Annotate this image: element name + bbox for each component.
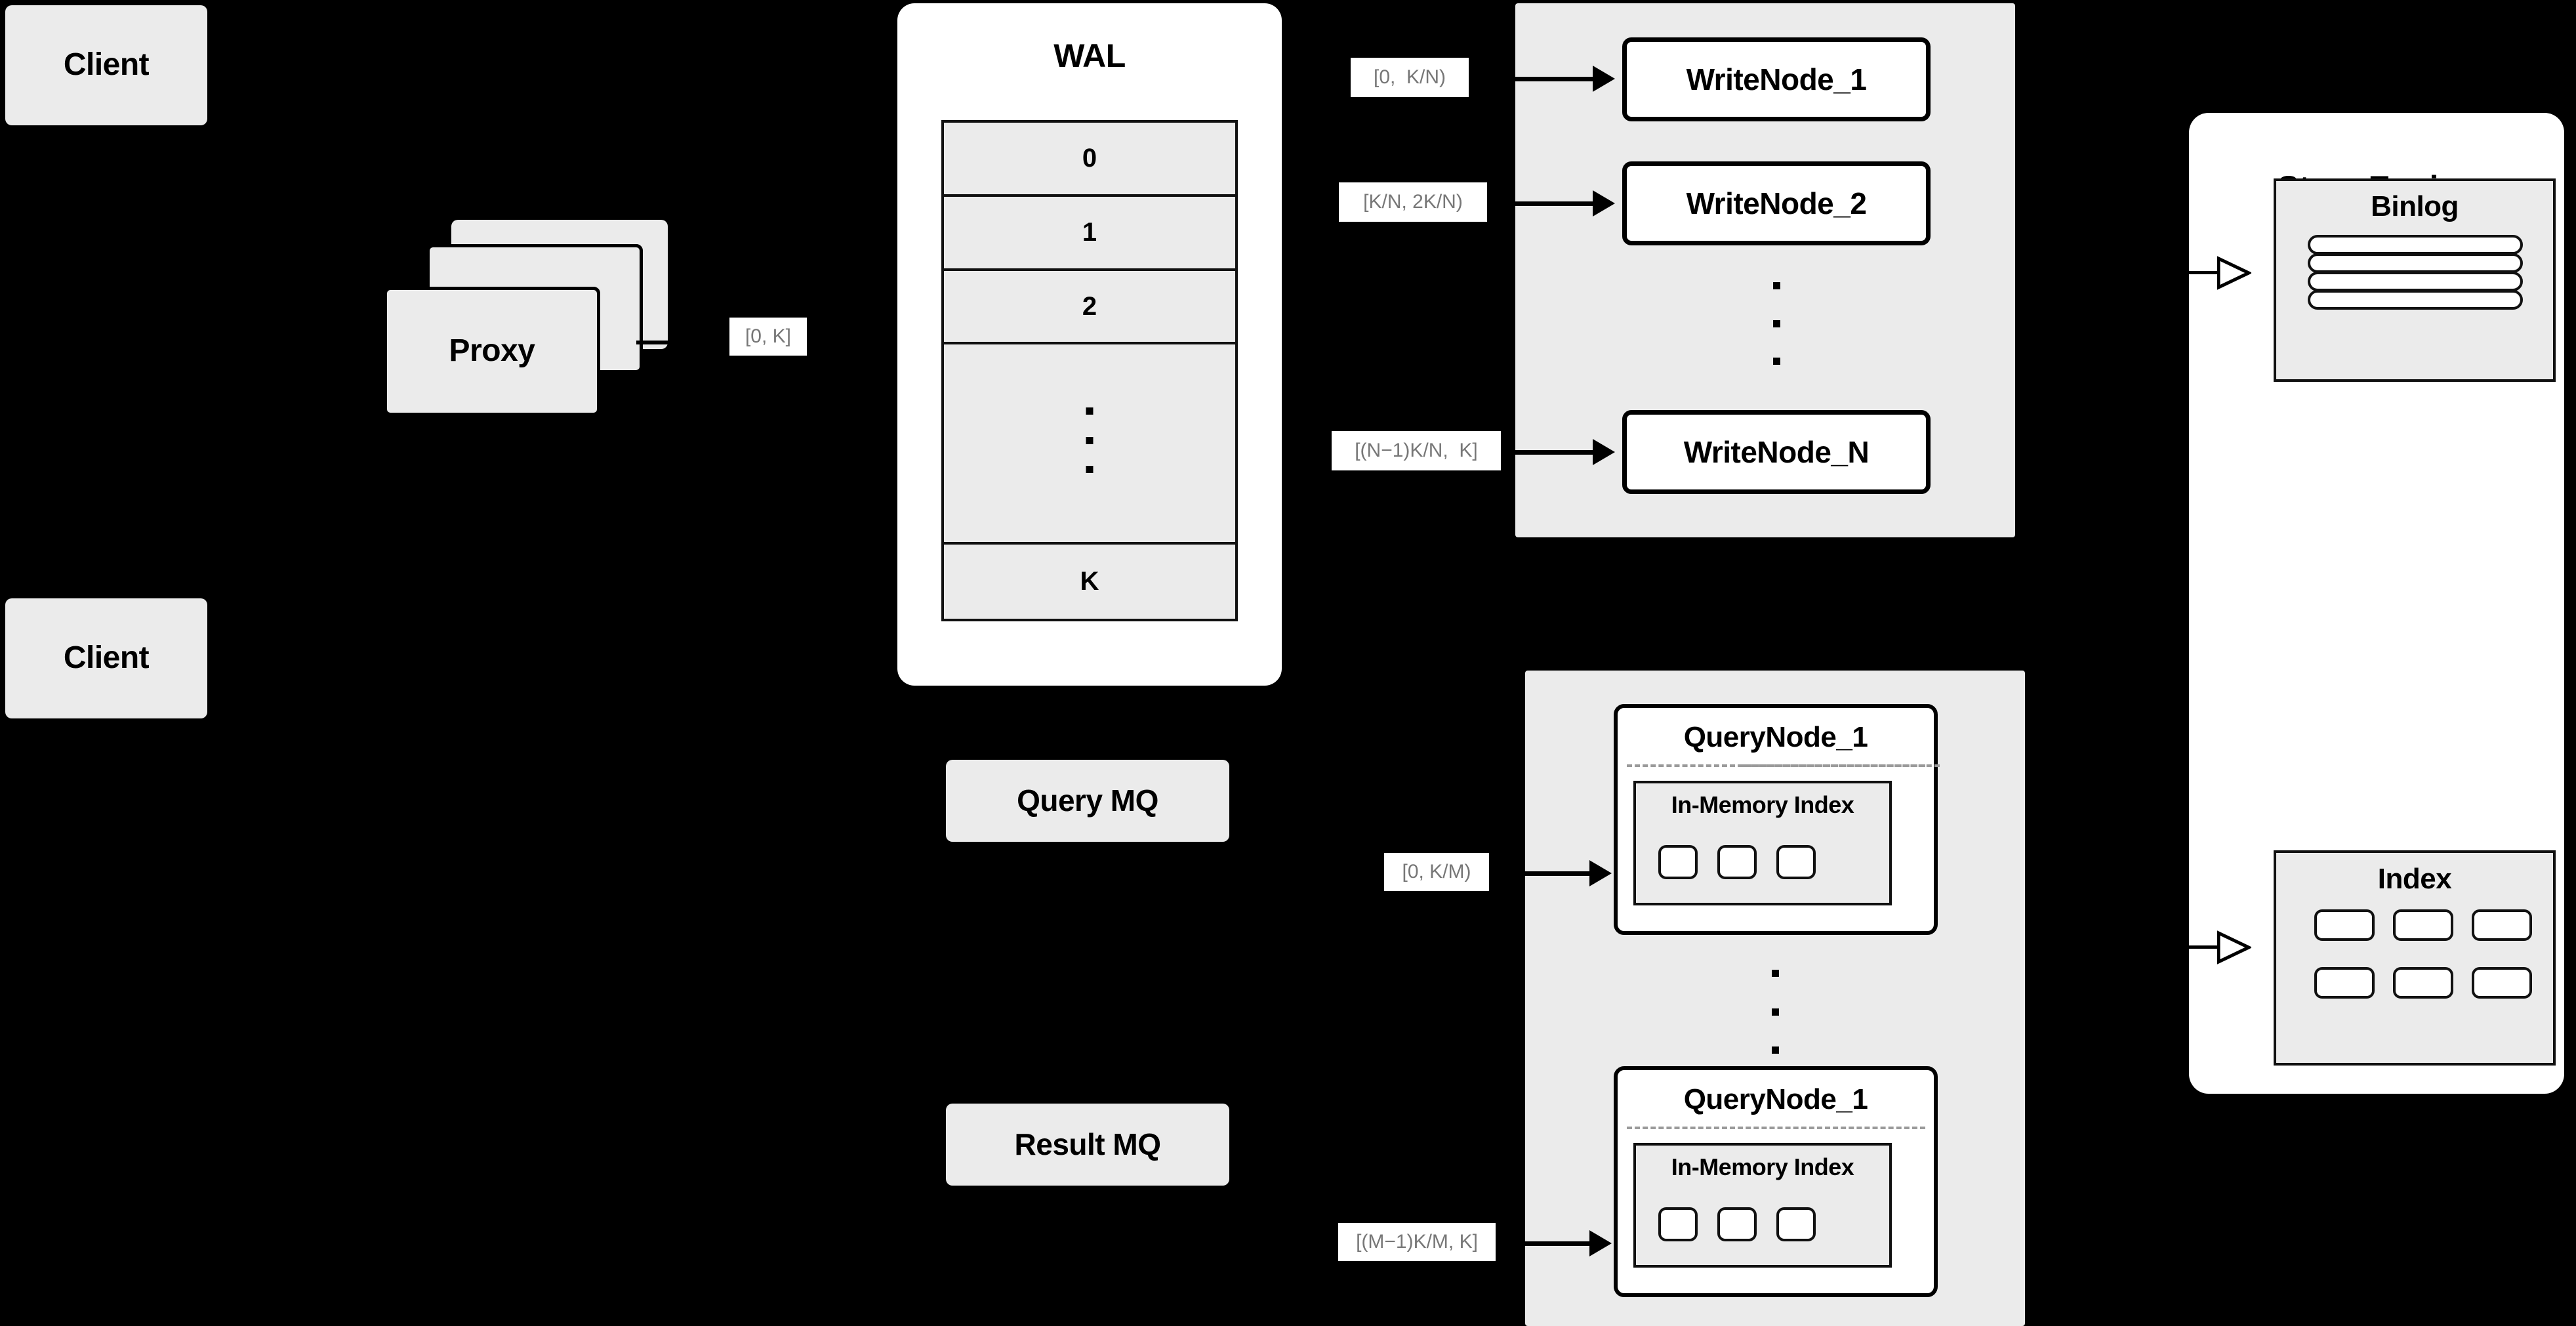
query-node-2-divider — [1627, 1127, 1925, 1129]
write-node-2-arrow-head — [1593, 190, 1615, 217]
index-cell — [2472, 967, 2532, 999]
result-mq-box[interactable]: Result MQ — [946, 1104, 1229, 1186]
index-cell — [2314, 909, 2375, 941]
wal-row: 2 — [944, 271, 1235, 345]
query-node-2-inmemory-index — [1633, 1143, 1892, 1268]
binlog-stripe — [2308, 272, 2523, 291]
write-node-label: WriteNode_N — [1683, 434, 1870, 469]
wal-row-label: K — [1080, 567, 1099, 596]
client-box-1[interactable]: Client — [5, 5, 207, 125]
query-node-1-arrow-line — [1525, 871, 1591, 876]
wal-table: 0 1 2 K — [941, 120, 1238, 621]
wal-row-label: 0 — [1082, 143, 1097, 173]
index-panel — [2274, 850, 2556, 1066]
write-node-label: WriteNode_1 — [1686, 62, 1867, 96]
proxy-connector-line — [636, 341, 668, 344]
binlog-label: Binlog — [2371, 190, 2459, 222]
wal-row: K — [944, 545, 1235, 619]
wal-title-label: WAL — [1053, 37, 1126, 74]
query-node-1-divider-left — [1627, 764, 1925, 767]
write-node-label: WriteNode_2 — [1686, 186, 1867, 220]
inmemory-segment — [1658, 845, 1698, 879]
query-node-2-inmemory-label-wrap: In-Memory Index — [1633, 1151, 1892, 1184]
index-cell — [2393, 967, 2453, 999]
client-label: Client — [63, 640, 150, 676]
index-cell — [2472, 909, 2532, 941]
query-cluster-ellipsis-icon — [1771, 970, 1779, 1054]
inmemory-segment — [1776, 1207, 1816, 1241]
write-node-n[interactable]: WriteNode_N — [1622, 410, 1931, 494]
result-mq-label: Result MQ — [1014, 1127, 1161, 1162]
binlog-title: Binlog — [2274, 187, 2556, 226]
wal-row: 0 — [944, 123, 1235, 197]
wal-title: WAL — [897, 36, 1282, 75]
query-node-2-arrow-head — [1589, 1230, 1612, 1256]
write-node-1[interactable]: WriteNode_1 — [1622, 37, 1931, 121]
inmemory-index-label: In-Memory Index — [1671, 1153, 1854, 1181]
proxy-box[interactable]: Proxy — [384, 287, 600, 416]
index-arrow-line — [2189, 945, 2219, 949]
client-box-2[interactable]: Client — [5, 598, 207, 718]
query-node-1-arrow-head — [1589, 860, 1612, 886]
write-node-2-arrow-line — [1515, 201, 1594, 206]
write-node-n-arrow-line — [1515, 450, 1594, 455]
write-node-1-arrow-line — [1515, 77, 1594, 81]
query-node-2-title: QueryNode_1 — [1614, 1081, 1938, 1118]
binlog-arrow-line — [2189, 271, 2219, 274]
write-node-n-range-tag: [(N−1)K/N, K] — [1332, 431, 1501, 470]
wal-row-label: 1 — [1082, 217, 1097, 247]
binlog-stripe — [2308, 253, 2523, 273]
query-mq-label: Query MQ — [1017, 783, 1158, 818]
write-node-n-arrow-head — [1593, 439, 1615, 465]
write-node-2-range-tag: [K/N, 2K/N) — [1339, 182, 1487, 222]
inmemory-segment — [1776, 845, 1816, 879]
write-cluster-ellipsis-icon — [1772, 282, 1780, 365]
index-title: Index — [2274, 860, 2556, 899]
binlog-stripe — [2308, 235, 2523, 255]
client-label: Client — [63, 47, 150, 83]
write-node-1-arrow-head — [1593, 66, 1615, 92]
index-cell — [2314, 967, 2375, 999]
write-node-2[interactable]: WriteNode_2 — [1622, 161, 1931, 245]
binlog-stripe — [2308, 290, 2523, 310]
wal-ellipsis-icon — [1086, 407, 1094, 474]
query-node-2-arrow-line — [1525, 1241, 1591, 1246]
query-node-1-title: QueryNode_1 — [1614, 719, 1938, 756]
inmemory-segment — [1717, 1207, 1757, 1241]
wal-row: 1 — [944, 197, 1235, 271]
index-label: Index — [2377, 862, 2452, 895]
query-node-2-range-tag: [(M−1)K/M, K] — [1338, 1223, 1496, 1261]
query-node-1-inmemory-index — [1633, 781, 1892, 905]
query-mq-box[interactable]: Query MQ — [946, 760, 1229, 842]
index-cell — [2393, 909, 2453, 941]
wal-row-ellipsis — [944, 344, 1235, 545]
proxy-range-tag: [0, K] — [729, 318, 807, 356]
query-node-1-inmemory-label-wrap: In-Memory Index — [1633, 789, 1892, 821]
write-node-1-range-tag: [0, K/N) — [1351, 58, 1469, 97]
inmemory-segment — [1658, 1207, 1698, 1241]
inmemory-segment — [1717, 845, 1757, 879]
query-node-label: QueryNode_1 — [1683, 1083, 1868, 1115]
query-node-label: QueryNode_1 — [1683, 720, 1868, 753]
wal-row-label: 2 — [1082, 291, 1097, 321]
proxy-label: Proxy — [449, 333, 535, 369]
query-node-1-range-tag: [0, K/M) — [1384, 853, 1489, 891]
inmemory-index-label: In-Memory Index — [1671, 791, 1854, 819]
